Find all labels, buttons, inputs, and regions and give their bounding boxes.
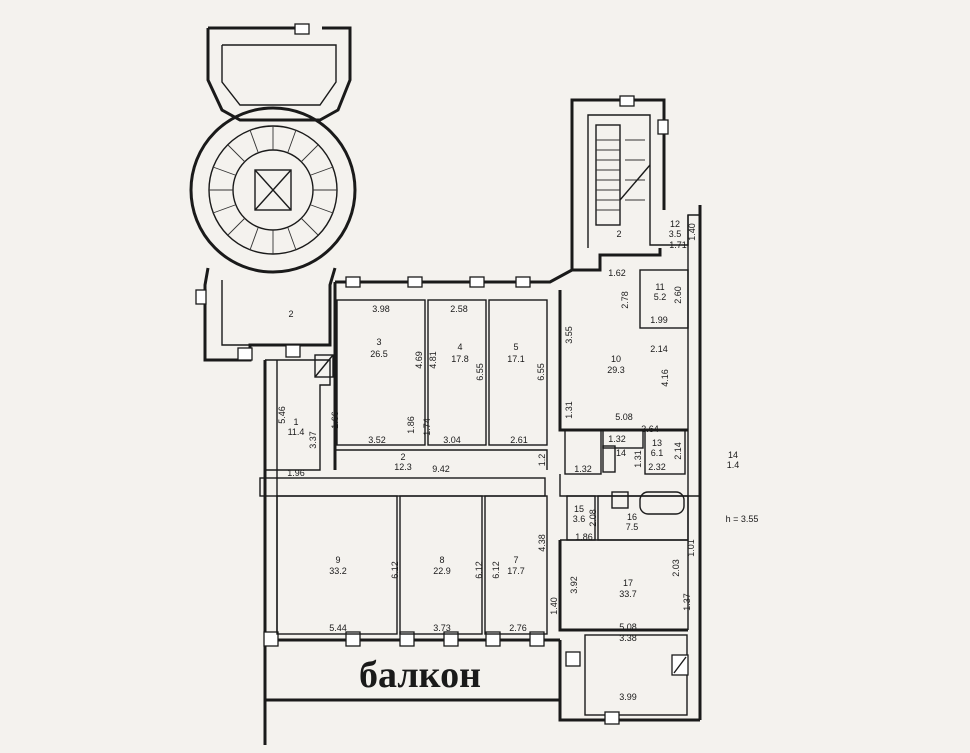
room-5-number: 5 bbox=[513, 342, 518, 352]
room-2-corridor-area: 12.3 bbox=[394, 462, 412, 472]
interior-walls bbox=[259, 268, 700, 635]
dimension: 2.08 bbox=[588, 509, 598, 527]
dimension: 1.40 bbox=[687, 223, 697, 241]
room-14-small-number: 14 bbox=[616, 448, 626, 458]
dimension: 3.98 bbox=[372, 304, 390, 314]
dimension: 2.03 bbox=[671, 559, 681, 577]
dimension: 4.38 bbox=[537, 534, 547, 552]
room-14-area: 1.4 bbox=[727, 460, 740, 470]
dimension: 2.32 bbox=[648, 462, 666, 472]
dimension: 6.55 bbox=[536, 363, 546, 381]
room-10-area: 29.3 bbox=[607, 365, 625, 375]
room-labels: 2 2 12 3.5 11 5.2 3 26.5 4 17.8 5 17.1 1… bbox=[288, 219, 740, 599]
dimension: 1.2 bbox=[537, 454, 547, 467]
dimension: 1.31 bbox=[633, 450, 643, 468]
room-9-number: 9 bbox=[335, 555, 340, 565]
room-1-number: 1 bbox=[293, 417, 298, 427]
dimension: 6.12 bbox=[390, 561, 400, 579]
room-1-area: 11.4 bbox=[288, 427, 305, 437]
room-10-number: 10 bbox=[611, 354, 621, 364]
dimension: 2.78 bbox=[620, 291, 630, 309]
dimension: 1.31 bbox=[564, 401, 574, 419]
dimension: 1.37 bbox=[682, 593, 692, 611]
dimension: 6.12 bbox=[474, 561, 484, 579]
stair-block bbox=[570, 95, 700, 272]
dimension: 3.52 bbox=[368, 435, 386, 445]
room-11-number: 11 bbox=[655, 282, 664, 292]
dimension: 1.71 bbox=[669, 240, 687, 250]
dimension: 1.86 bbox=[406, 416, 416, 434]
dimension: 2.58 bbox=[450, 304, 468, 314]
dimension: 4.81 bbox=[428, 351, 438, 369]
room-2-tower-number: 2 bbox=[288, 309, 293, 319]
room-2-corridor-number: 2 bbox=[400, 452, 405, 462]
room-7-number: 7 bbox=[513, 555, 518, 565]
balcony-label: балкон bbox=[359, 654, 481, 696]
room-17-area: 33.7 bbox=[619, 589, 637, 599]
dimension: 1.62 bbox=[608, 268, 626, 278]
room-12-area: 3.5 bbox=[669, 229, 682, 239]
dimension: 5.46 bbox=[277, 406, 287, 424]
dimension: 2.76 bbox=[509, 623, 527, 633]
dimension: 5.08 bbox=[615, 412, 633, 422]
dimension: 1.32 bbox=[608, 434, 626, 444]
dimension: 3.37 bbox=[308, 431, 318, 449]
dimension: 1.66 bbox=[330, 411, 340, 429]
room-9-area: 33.2 bbox=[329, 566, 347, 576]
room-17-number: 17 bbox=[623, 578, 633, 588]
room-16-area: 7.5 bbox=[626, 522, 639, 532]
room-13-number: 13 bbox=[652, 438, 662, 448]
dimension: 1.96 bbox=[287, 468, 305, 478]
room-4-number: 4 bbox=[457, 342, 462, 352]
dimension: 2.60 bbox=[673, 286, 683, 304]
room-13-area: 6.1 bbox=[651, 448, 664, 458]
dimension: 3.04 bbox=[443, 435, 461, 445]
dimension: 4.16 bbox=[660, 369, 670, 387]
dimension: 4.69 bbox=[414, 351, 424, 369]
dimension: 1.40 bbox=[549, 597, 559, 615]
dimension: 5.44 bbox=[329, 623, 347, 633]
room-2-stair-number: 2 bbox=[616, 229, 621, 239]
room-4-area: 17.8 bbox=[451, 354, 469, 364]
room-8-area: 22.9 bbox=[433, 566, 451, 576]
dimension: 3.55 bbox=[564, 326, 574, 344]
dimension: 1.32 bbox=[574, 464, 592, 474]
room-8-number: 8 bbox=[439, 555, 444, 565]
dimension: 3.99 bbox=[619, 692, 637, 702]
room-12-number: 12 bbox=[670, 219, 680, 229]
room-5-area: 17.1 bbox=[507, 354, 525, 364]
room-3-number: 3 bbox=[376, 337, 381, 347]
dimension: 1.01 bbox=[686, 539, 696, 557]
tower bbox=[189, 23, 357, 362]
dimension: 3.73 bbox=[433, 623, 451, 633]
dimension: 6.12 bbox=[491, 561, 501, 579]
dimension: 1.99 bbox=[650, 315, 668, 325]
dimension: 2.14 bbox=[673, 442, 683, 460]
dimension: 3.92 bbox=[569, 576, 579, 594]
dimension: 3.64 bbox=[641, 424, 659, 434]
dimension: 5.08 bbox=[619, 622, 637, 632]
dimension: 2.61 bbox=[510, 435, 528, 445]
dimension: 1.86 bbox=[575, 532, 593, 542]
dimension: 2.14 bbox=[650, 344, 668, 354]
dimension: 1.74 bbox=[422, 418, 432, 436]
ceiling-height-note: h = 3.55 bbox=[726, 514, 759, 524]
room-7-area: 17.7 bbox=[507, 566, 525, 576]
room-3-area: 26.5 bbox=[370, 349, 388, 359]
room-14-number: 14 bbox=[728, 450, 738, 460]
dimension: 3.38 bbox=[619, 633, 637, 643]
dimension: 9.42 bbox=[432, 464, 450, 474]
room-16-number: 16 bbox=[627, 512, 637, 522]
dimension-labels: 3.98 2.58 4.69 4.81 6.55 6.55 3.55 1.62 … bbox=[277, 223, 697, 702]
room-15-number: 15 bbox=[574, 504, 584, 514]
dimension: 6.55 bbox=[475, 363, 485, 381]
room-15-area: 3.6 bbox=[573, 514, 586, 524]
room-11-area: 5.2 bbox=[654, 292, 667, 302]
